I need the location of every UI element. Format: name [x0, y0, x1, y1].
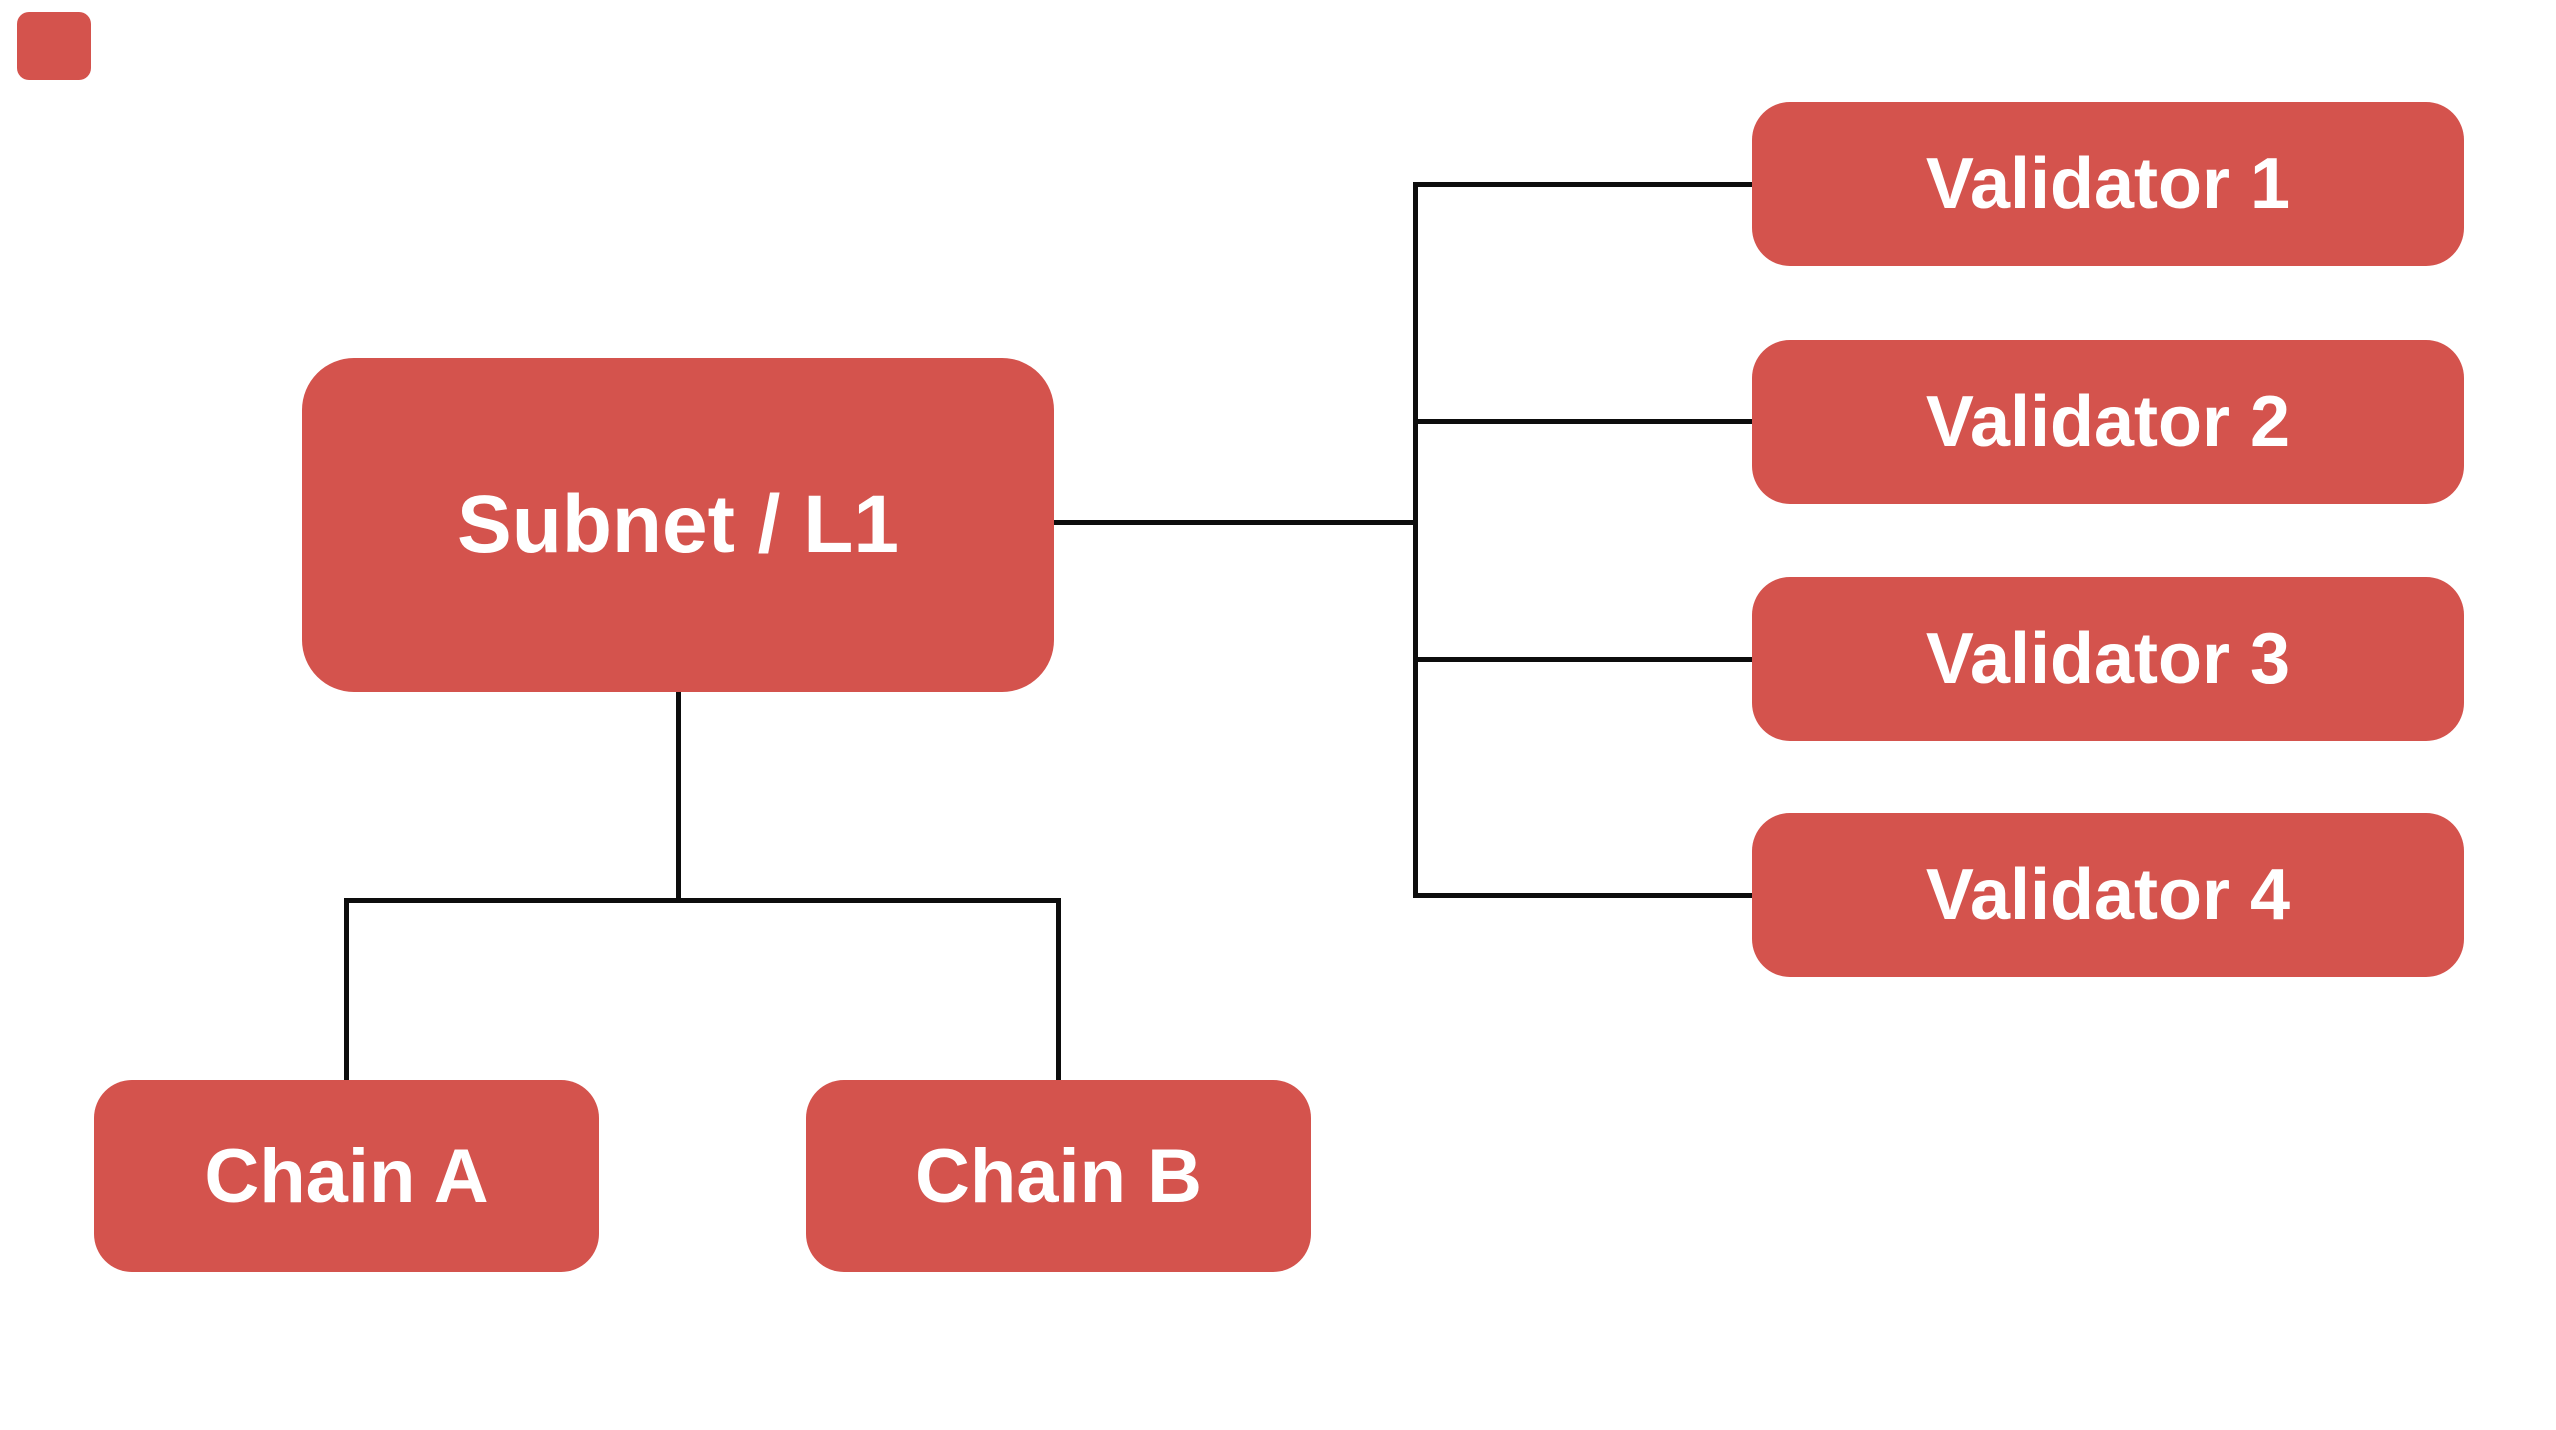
- connector-trunk-to-validator-2: [1413, 419, 1752, 424]
- connector-subnet-down: [676, 692, 681, 903]
- connector-drop-chain-a: [344, 898, 349, 1080]
- node-validator-3-label: Validator 3: [1925, 619, 2291, 699]
- node-validator-1-label: Validator 1: [1925, 144, 2291, 224]
- connector-trunk-to-validator-1: [1413, 182, 1752, 187]
- node-chain-b-label: Chain B: [914, 1133, 1203, 1219]
- node-validator-2: Validator 2: [1752, 340, 2464, 504]
- connector-validator-trunk: [1413, 182, 1418, 898]
- node-chain-a-label: Chain A: [204, 1133, 489, 1219]
- connector-drop-chain-b: [1056, 898, 1061, 1080]
- corner-color-swatch: [17, 12, 91, 80]
- node-chain-b: Chain B: [806, 1080, 1311, 1272]
- node-validator-1: Validator 1: [1752, 102, 2464, 266]
- node-validator-4-label: Validator 4: [1925, 855, 2291, 935]
- connector-trunk-to-validator-4: [1413, 893, 1752, 898]
- node-subnet-l1: Subnet / L1: [302, 358, 1054, 692]
- connector-chains-crossbar: [344, 898, 1061, 903]
- connector-trunk-to-validator-3: [1413, 657, 1752, 662]
- node-chain-a: Chain A: [94, 1080, 599, 1272]
- node-validator-3: Validator 3: [1752, 577, 2464, 741]
- node-validator-2-label: Validator 2: [1925, 382, 2291, 462]
- node-validator-4: Validator 4: [1752, 813, 2464, 977]
- node-subnet-l1-label: Subnet / L1: [457, 479, 899, 570]
- connector-subnet-to-trunk: [1054, 520, 1418, 525]
